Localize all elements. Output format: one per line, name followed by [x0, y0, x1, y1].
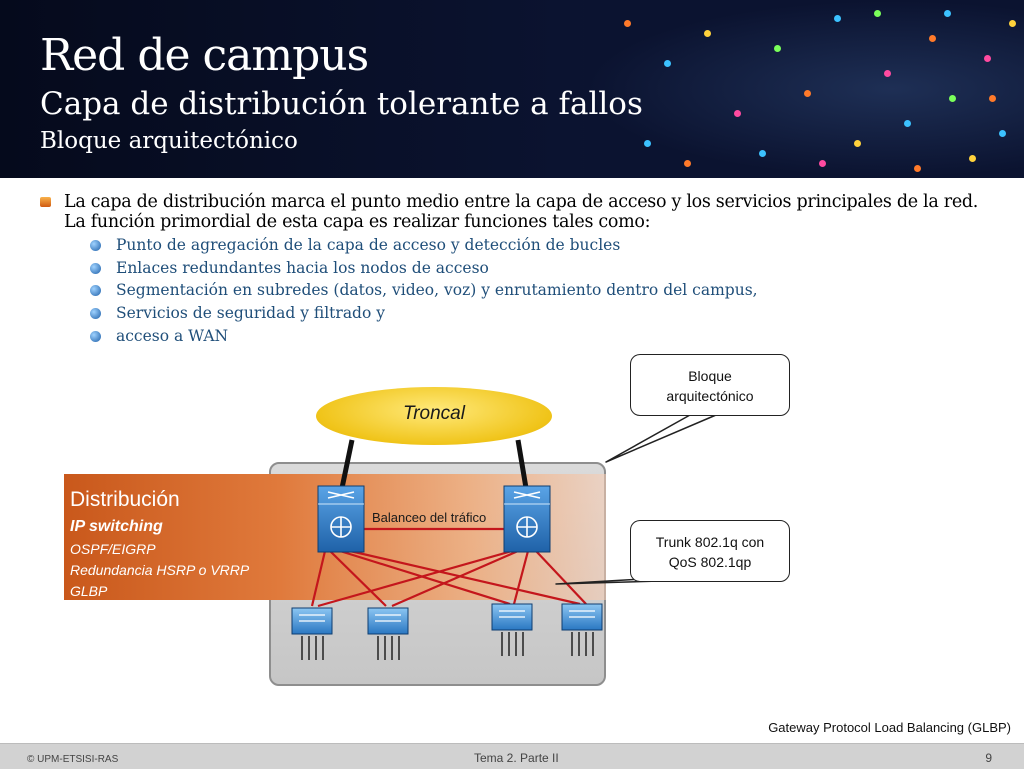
square-bullet-icon	[40, 197, 51, 207]
troncal-label: Troncal	[403, 403, 465, 424]
access-switch-4	[561, 603, 603, 656]
slide-header: Red de campus Capa de distribución toler…	[0, 0, 1024, 178]
sub-bullet-text: Servicios de seguridad y filtrado y	[116, 304, 385, 323]
fiber-optic-image	[584, 0, 1024, 178]
callout-block: Bloque arquitectónico	[630, 354, 790, 416]
sub-bullet: Segmentación en subredes (datos, video, …	[90, 279, 1000, 302]
access-switch-3	[491, 603, 533, 656]
sub-bullet-text: Segmentación en subredes (datos, video, …	[116, 281, 758, 300]
callout-text: Trunk 802.1q con	[655, 534, 765, 550]
round-bullet-icon	[90, 262, 101, 274]
footer-topic: Tema 2. Parte II	[474, 751, 559, 765]
sub-bullet-text: Punto de agregación de la capa de acceso…	[116, 236, 621, 254]
sub-bullet: Servicios de seguridad y filtrado y	[90, 302, 1000, 325]
sub-bullet: acceso a WAN	[90, 325, 1000, 348]
footer-copyright: © UPM-ETSISI-RAS	[27, 754, 119, 765]
access-switch-1	[291, 607, 333, 660]
sub-bullet: Enlaces redundantes hacia los nodos de a…	[90, 257, 1000, 280]
callout-tail-block	[605, 414, 717, 463]
access-switch-2	[367, 607, 409, 660]
slide-subtitle: Capa de distribución tolerante a fallos	[40, 86, 643, 122]
round-bullet-icon	[90, 308, 101, 320]
main-bullet: La capa de distribución marca el punto m…	[40, 192, 1000, 232]
slide-footer: © UPM-ETSISI-RAS Tema 2. Parte II 9	[0, 743, 1024, 769]
core-uplink	[515, 439, 529, 489]
slide-title: Red de campus	[40, 30, 369, 81]
page-number: 9	[985, 751, 992, 765]
bullet-list: La capa de distribución marca el punto m…	[40, 192, 1000, 348]
distribution-item: GLBP	[70, 583, 108, 599]
load-balance-label: Balanceo del tráfico	[372, 510, 487, 525]
glbp-note: Gateway Protocol Load Balancing (GLBP)	[768, 720, 1011, 735]
slide-subtitle-secondary: Bloque arquitectónico	[40, 128, 298, 154]
round-bullet-icon	[90, 240, 101, 251]
distribution-item: OSPF/EIGRP	[70, 541, 156, 557]
callout-text: Bloque	[688, 368, 732, 384]
distribution-title: Distribución	[70, 488, 180, 511]
main-bullet-text: La capa de distribución marca el punto m…	[64, 192, 979, 232]
core-uplink	[339, 439, 355, 489]
distribution-switch-right	[503, 485, 551, 553]
round-bullet-icon	[90, 285, 101, 297]
sub-bullet-text: acceso a WAN	[116, 326, 229, 345]
distribution-item: Redundancia HSRP o VRRP	[70, 562, 250, 578]
access-links	[310, 549, 587, 608]
callout-text: arquitectónico	[666, 388, 754, 404]
sub-bullet-text: Enlaces redundantes hacia los nodos de a…	[116, 258, 489, 277]
callout-trunk: Trunk 802.1q con QoS 802.1qp	[630, 520, 790, 582]
round-bullet-icon	[90, 330, 101, 342]
core-troncal: Troncal	[316, 387, 552, 445]
distribution-switch-left	[317, 485, 365, 553]
callout-text: QoS 802.1qp	[668, 554, 752, 570]
sub-bullet: Punto de agregación de la capa de acceso…	[90, 234, 1000, 257]
distribution-item: IP switching	[70, 518, 163, 535]
sub-bullet-list: Punto de agregación de la capa de acceso…	[40, 234, 1000, 348]
